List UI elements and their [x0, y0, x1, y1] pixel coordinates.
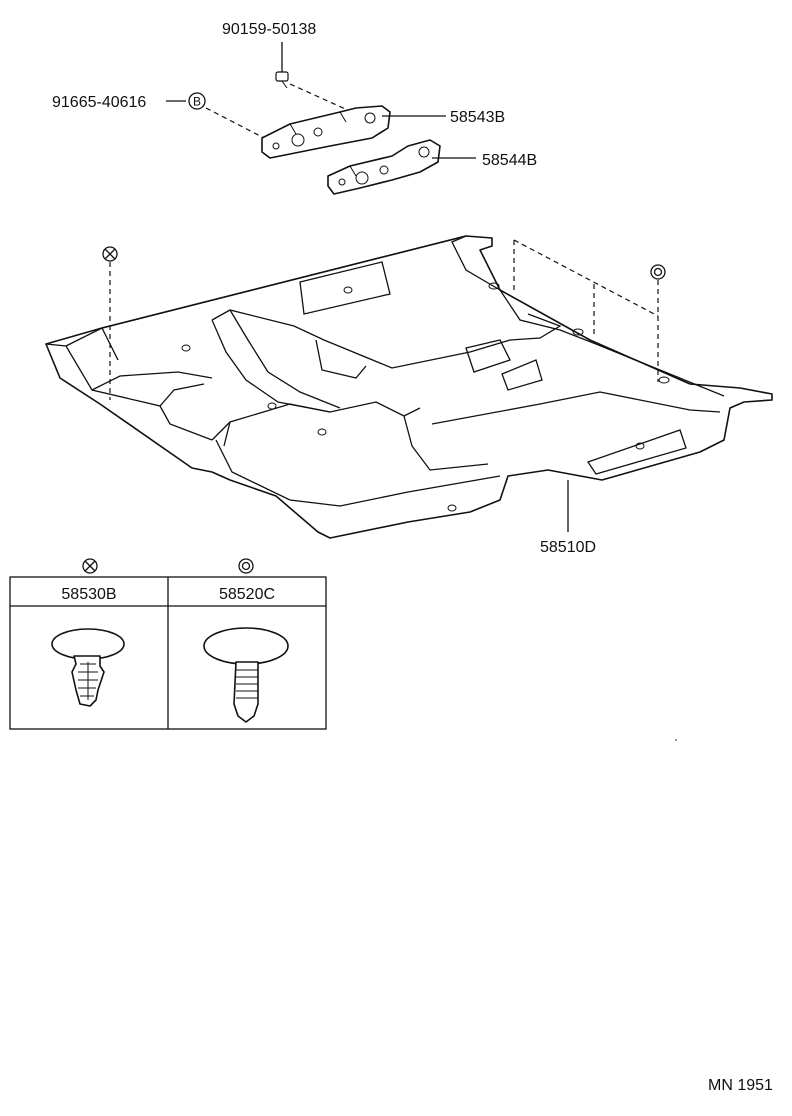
- clips-table: [9, 576, 327, 730]
- bolt-icon: [275, 71, 289, 89]
- screw-symbol: B: [188, 92, 206, 110]
- dashed-guide-screw: [205, 107, 269, 141]
- label-screw-part-number: 91665-40616: [52, 94, 146, 111]
- clip-b-header: 58520C: [219, 586, 275, 603]
- rivet-clip-icon: [203, 627, 289, 723]
- diagram-code: MN 1951: [708, 1077, 773, 1094]
- crossed-circle-icon: [102, 246, 118, 262]
- clip-a-header: 58530B: [61, 586, 116, 603]
- svg-text:B: B: [193, 95, 201, 109]
- label-bracket-upper: 58543B: [450, 109, 505, 126]
- dashed-guide-bracket-positions: [513, 239, 659, 334]
- label-bracket-lower: 58544B: [482, 152, 537, 169]
- stray-dot: [675, 739, 677, 741]
- dashed-guide-bolt: [289, 83, 353, 113]
- bracket-lower-icon: [327, 139, 441, 195]
- clip-b-symbol: [238, 558, 254, 574]
- clip-a-symbol: [82, 558, 98, 574]
- push-clip-icon: [51, 628, 125, 707]
- double-circle-icon: [650, 264, 666, 280]
- bracket-upper-icon: [261, 105, 391, 159]
- label-carpet: 58510D: [540, 539, 596, 556]
- floor-carpet-icon: [45, 235, 773, 539]
- label-bolt-part-number: 90159-50138: [222, 21, 316, 38]
